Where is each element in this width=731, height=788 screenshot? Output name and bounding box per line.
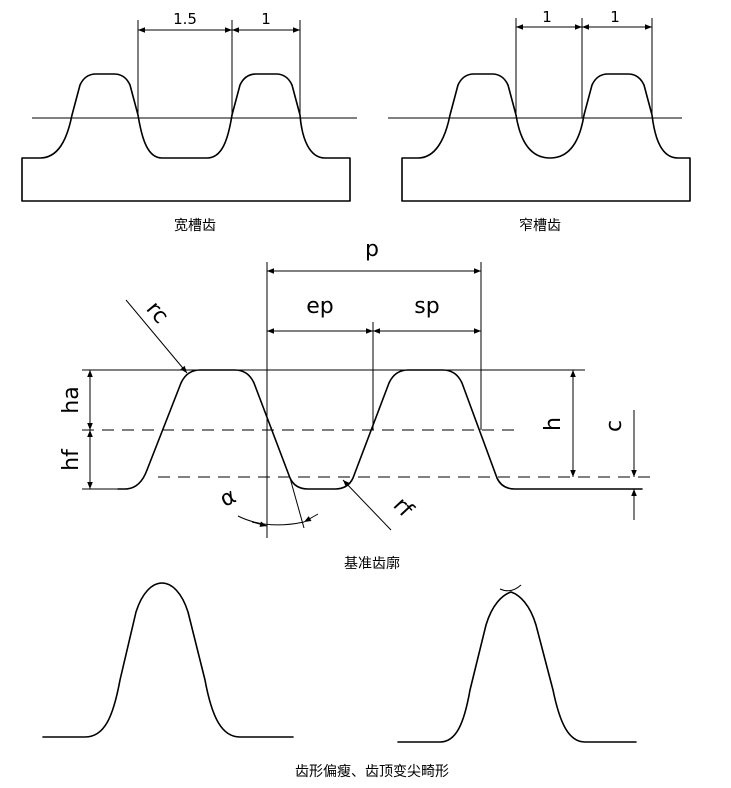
narrow-slot-dim-right-label: 1 (610, 8, 620, 26)
pressure-angle-arc (237, 515, 305, 526)
thin-tooth-profile (42, 582, 294, 738)
root-radius-leader (342, 479, 392, 531)
narrow-slot-dim-left-label: 1 (542, 8, 552, 26)
basic-profile-tooth-outline (117, 369, 643, 490)
wide-slot-diagram: 1.5 1 宽槽齿 (21, 10, 357, 234)
tooth-height-label: h (541, 417, 566, 431)
narrow-slot-diagram: 1 1 窄槽齿 (388, 8, 691, 234)
space-width-label: sp (414, 294, 439, 319)
pressure-angle-label: α (216, 484, 240, 513)
deformed-profiles-diagram: 齿形偏瘦、齿顶变尖畸形 (42, 582, 637, 780)
pressure-angle-arrow-left (251, 521, 268, 527)
basic-profile-diagram: p ep sp ha hf h c rc rf α 基准齿廓 (59, 237, 652, 572)
narrow-slot-caption: 窄槽齿 (519, 217, 561, 234)
tip-radius-leader (125, 299, 188, 374)
dedendum-label: hf (59, 448, 84, 471)
wide-slot-caption: 宽槽齿 (174, 217, 216, 234)
clearance-label: c (602, 420, 627, 432)
wide-slot-dim-right-label: 1 (261, 10, 271, 28)
wide-slot-tooth-profile (21, 73, 351, 202)
addendum-label: ha (59, 386, 84, 413)
pressure-angle-flank-extension (289, 477, 305, 529)
deformed-profiles-caption: 齿形偏瘦、齿顶变尖畸形 (295, 763, 449, 780)
tooth-thickness-label: ep (306, 294, 334, 319)
wide-slot-dim-left-label: 1.5 (173, 10, 197, 28)
basic-profile-caption: 基准齿廓 (344, 555, 400, 572)
narrow-slot-tooth-profile (401, 73, 691, 202)
root-radius-label: rf (388, 493, 419, 523)
pressure-angle-arrow-right (303, 513, 319, 523)
pointed-tooth-profile (397, 591, 637, 743)
pointed-tooth-tip-cross (499, 584, 522, 592)
pitch-label: p (365, 237, 379, 262)
